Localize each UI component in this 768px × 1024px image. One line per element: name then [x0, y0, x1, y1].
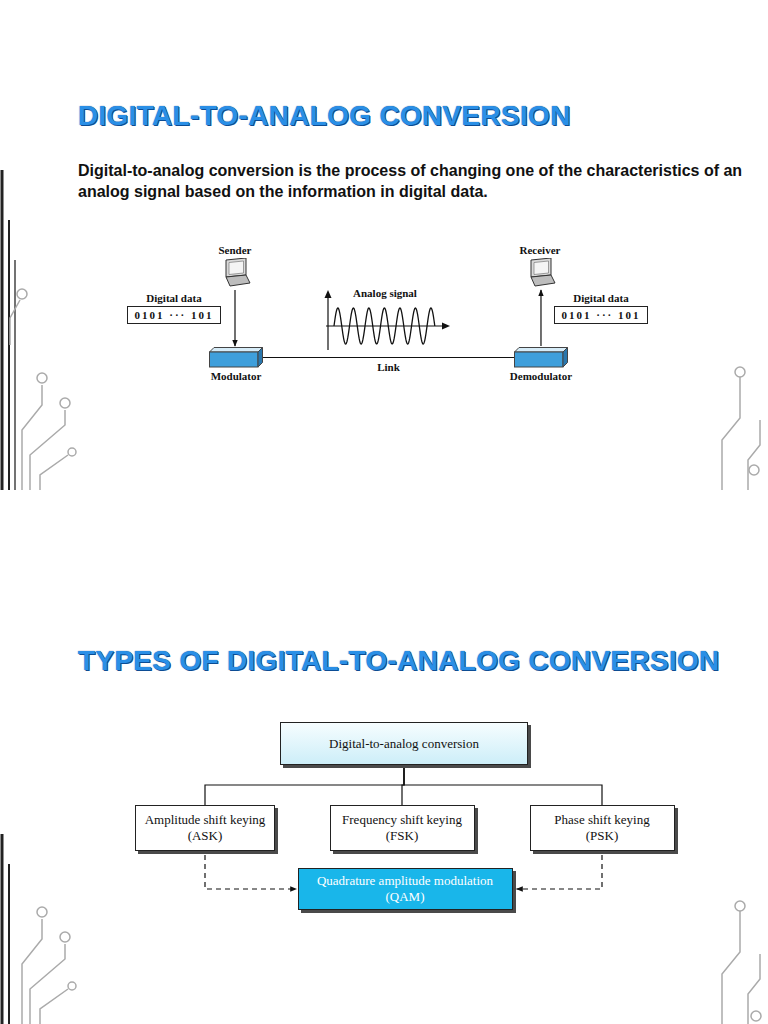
laptop-base — [531, 275, 555, 286]
signal-label: Analog signal — [353, 287, 417, 299]
description-text: Digital-to-analog conversion is the proc… — [78, 160, 743, 202]
circuit-bar — [8, 864, 10, 1024]
device-label: Sender — [219, 244, 252, 256]
box-text: Quadrature amplitude modulation (QAM) — [305, 873, 506, 905]
circuit-pad — [735, 367, 745, 377]
data-label: Digital data — [554, 292, 647, 304]
box-text: Amplitude shift keying (ASK) — [142, 812, 268, 844]
circuit-trace — [722, 934, 740, 1024]
data-label: Digital data — [127, 292, 220, 304]
digital-data-box: Digital data 0101 ··· 101 — [127, 292, 220, 324]
circuit-trace — [739, 377, 741, 400]
laptop-display — [229, 261, 244, 275]
axis-arrowhead — [325, 290, 332, 298]
digital-data-box: Digital data 0101 ··· 101 — [554, 292, 647, 324]
box-text: Digital-to-analog conversion — [329, 736, 479, 752]
slide-title: DIGITAL-TO-ANALOG CONVERSION — [78, 100, 571, 132]
highlight-box: Quadrature amplitude modulation (QAM) — [298, 868, 513, 910]
modem-front — [210, 352, 259, 367]
signal-axis — [327, 294, 328, 350]
circuit-decoration — [2, 834, 761, 1024]
circuit-pad — [17, 289, 27, 299]
demodulator-box: Demodulator — [510, 347, 572, 382]
circuit-pad — [751, 1011, 761, 1021]
link-label: Link — [375, 361, 402, 373]
device-label: Demodulator — [510, 370, 572, 382]
circuit-bar — [1, 834, 4, 1024]
process-box: Phase shift keying (PSK) — [530, 805, 675, 851]
modem-side — [563, 348, 568, 368]
receiver-computer: Receiver — [520, 244, 561, 288]
laptop-screen — [531, 258, 551, 277]
circuit-decoration — [2, 170, 760, 490]
modem-front — [514, 352, 563, 367]
circuit-trace — [748, 954, 760, 1024]
bit-string: 0101 ··· 101 — [127, 306, 220, 324]
dashed-connector — [205, 855, 297, 889]
modem-box — [514, 347, 568, 368]
box-text: Frequency shift keying (FSK) — [337, 812, 468, 844]
analog-signal-plot — [325, 290, 451, 350]
circuit-bar — [8, 220, 10, 490]
circuit-trace — [722, 400, 740, 490]
device-label: Modulator — [209, 370, 263, 382]
laptop-icon — [219, 258, 251, 288]
box-text: Phase shift keying (PSK) — [537, 812, 668, 844]
process-box: Amplitude shift keying (ASK) — [135, 805, 275, 851]
circuit-pad — [749, 465, 759, 475]
circuit-trace — [40, 989, 68, 1024]
modem-box — [209, 347, 263, 368]
circuit-trace — [10, 300, 20, 345]
circuit-trace — [739, 911, 741, 934]
circuit-trace — [22, 385, 42, 490]
axis-arrowhead — [442, 323, 450, 330]
dashed-connector — [517, 855, 603, 889]
connector-line — [540, 290, 541, 346]
circuit-trace — [748, 420, 760, 490]
root-box: Digital-to-analog conversion — [280, 722, 528, 765]
connector-line — [234, 290, 235, 346]
connector-line — [205, 766, 404, 805]
modulator-box: Modulator — [209, 347, 263, 382]
circuit-trace — [22, 919, 42, 1024]
bit-string: 0101 ··· 101 — [554, 306, 647, 324]
signal-axis — [326, 325, 446, 326]
circuit-pad — [68, 982, 76, 990]
modem-top — [210, 348, 263, 353]
device-label: Receiver — [520, 244, 561, 256]
circuit-pad — [37, 907, 47, 917]
circuit-pad — [37, 373, 47, 383]
circuit-trace — [40, 455, 68, 490]
modem-side — [258, 348, 263, 368]
circuit-bar — [14, 260, 16, 490]
connector-line — [404, 766, 602, 805]
circuit-pad — [68, 448, 76, 456]
circuit-pad — [735, 901, 745, 911]
laptop-display — [534, 261, 549, 275]
signal-waveform — [334, 308, 435, 344]
laptop-base — [226, 275, 250, 286]
modem-top — [514, 348, 567, 353]
circuit-pad — [60, 398, 70, 408]
circuit-pad — [60, 932, 70, 942]
sender-computer: Sender — [219, 244, 252, 288]
circuit-trace — [30, 944, 65, 1024]
laptop-icon — [524, 258, 556, 288]
laptop-screen — [226, 258, 246, 277]
connector-line — [263, 357, 514, 358]
slide-title: TYPES OF DIGITAL-TO-ANALOG CONVERSION — [78, 645, 720, 677]
circuit-bar — [1, 170, 4, 490]
circuit-trace — [30, 410, 65, 490]
process-box: Frequency shift keying (FSK) — [330, 805, 475, 851]
